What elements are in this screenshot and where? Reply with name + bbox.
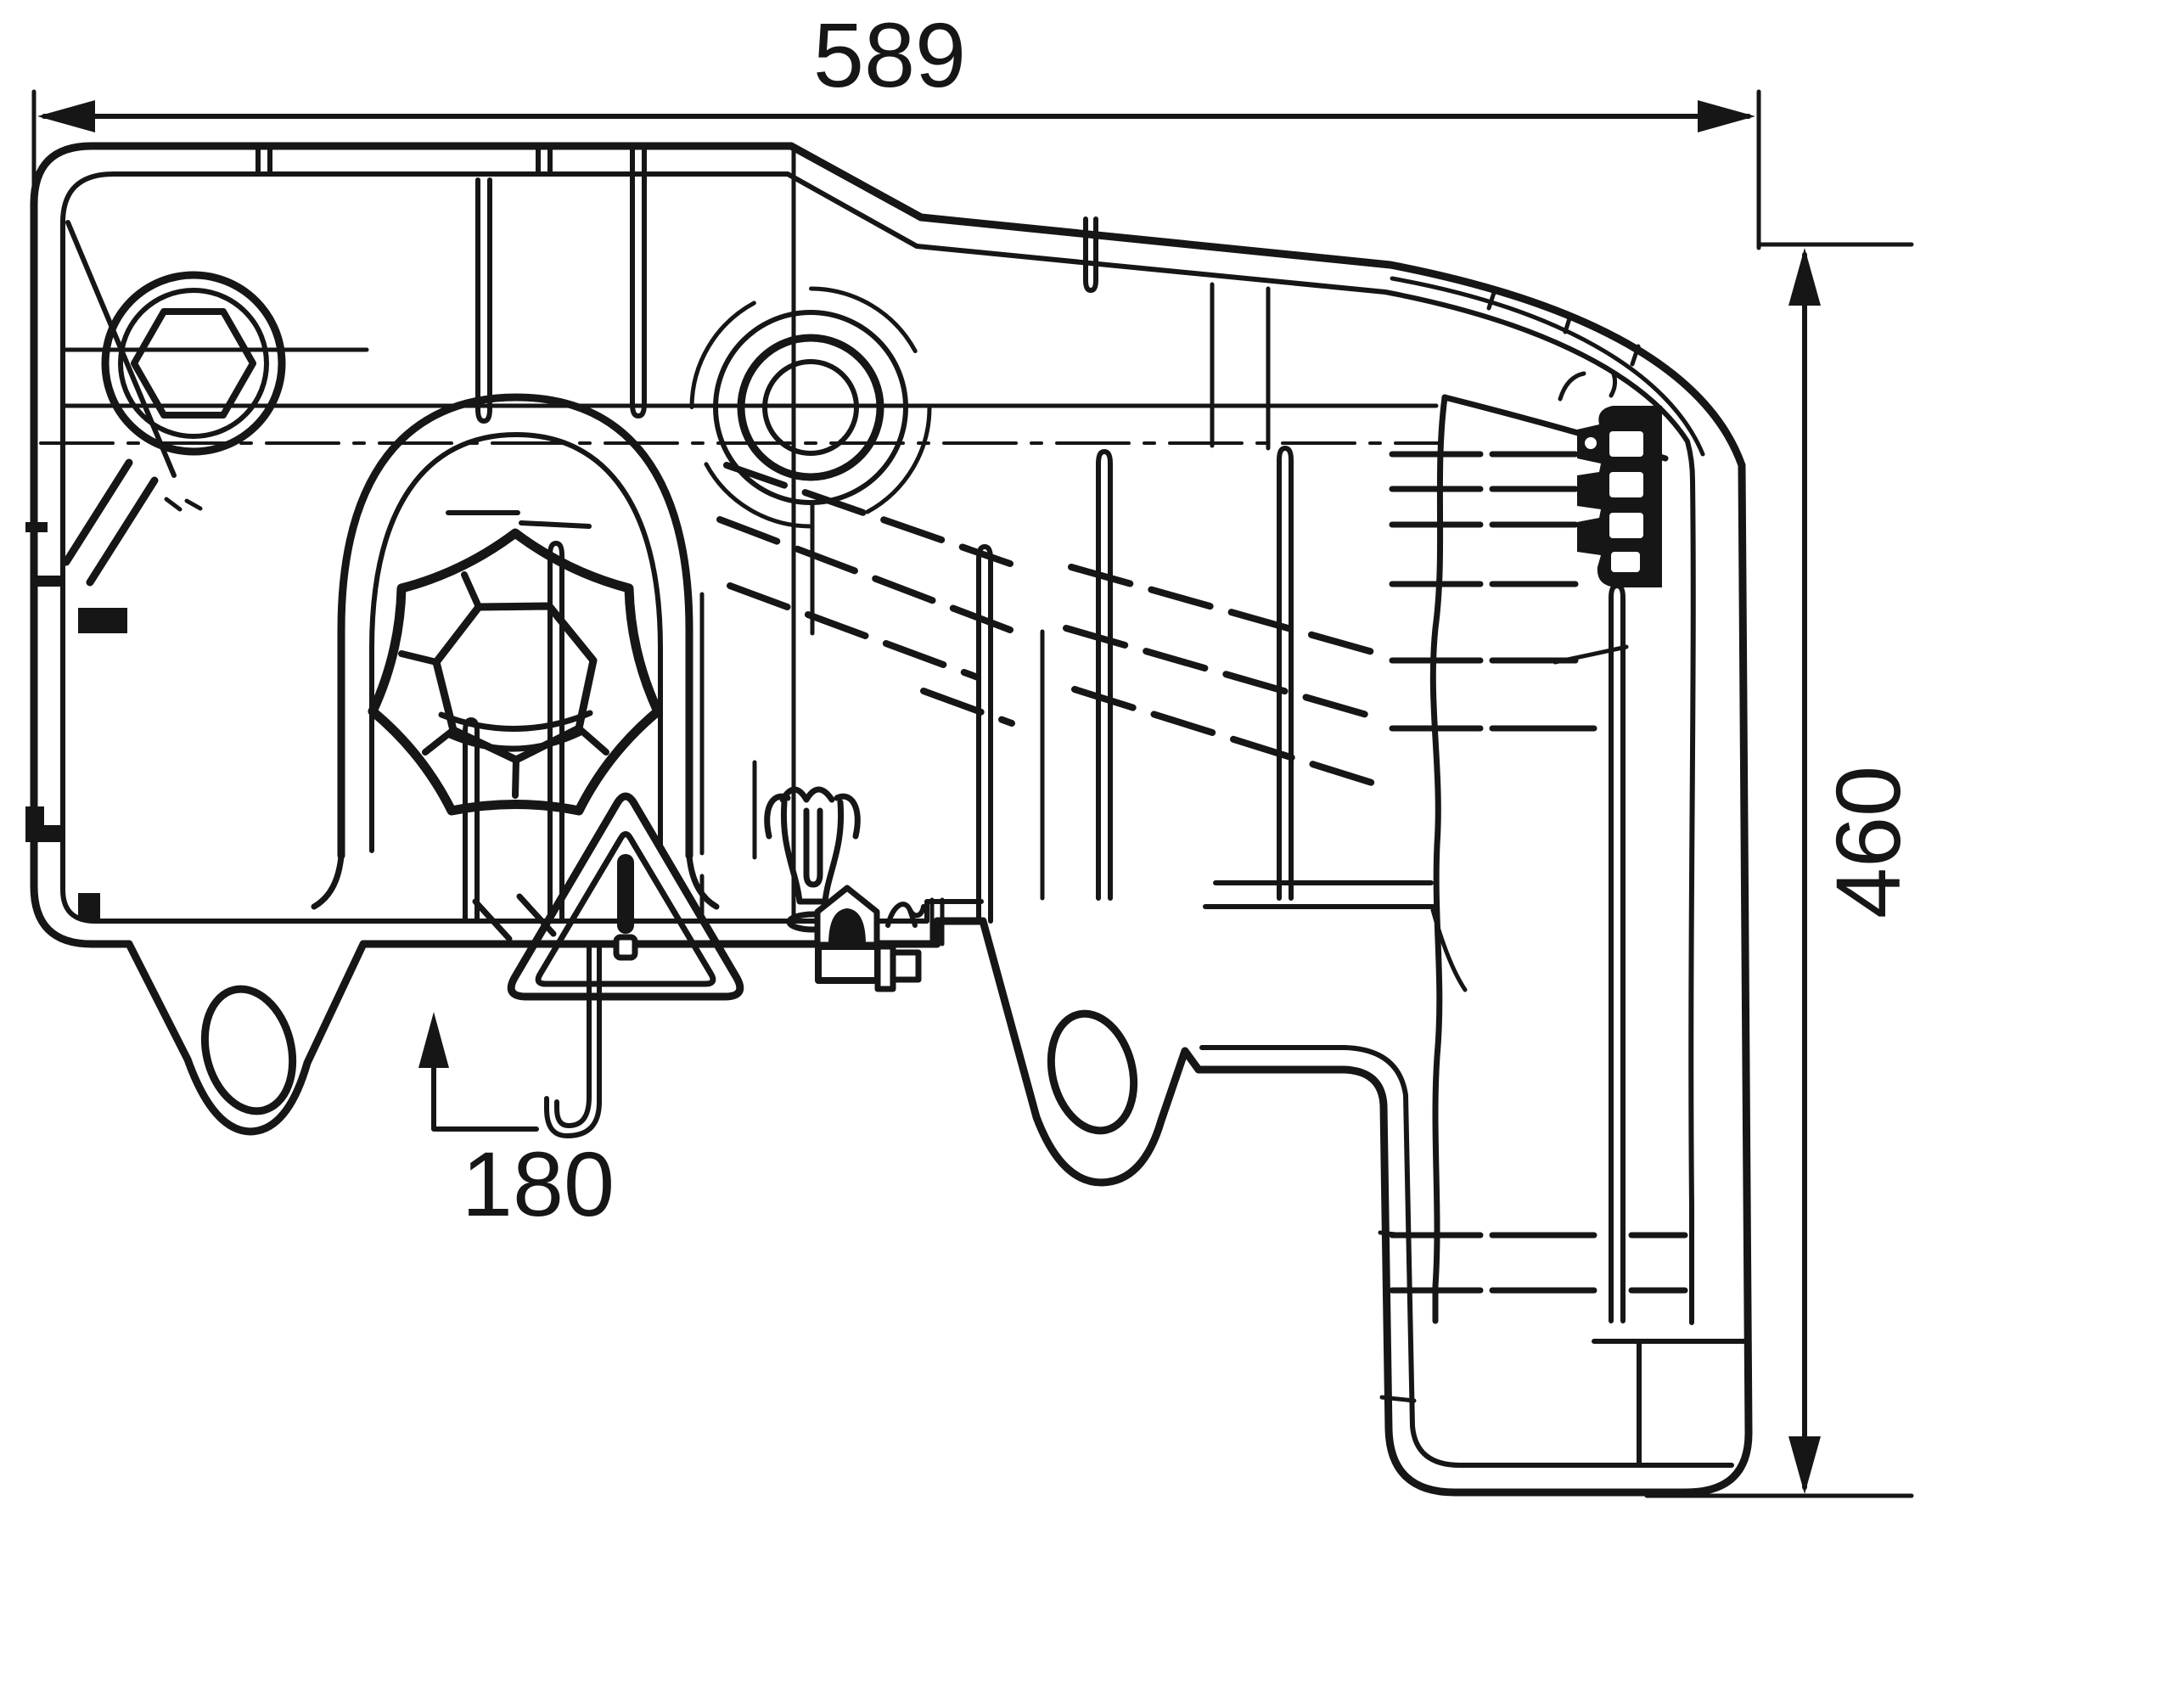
foot-details <box>1199 880 1748 1468</box>
dim-180-label: 180 <box>462 1132 615 1235</box>
rib-pin-a <box>475 177 492 424</box>
warning-triangle-icon <box>507 792 744 1001</box>
foot-edge-ticks <box>1378 1230 1417 1403</box>
dim-180-arrow-up <box>418 1012 449 1068</box>
foot-shelf-lines <box>1203 880 1435 909</box>
rib-pin-d <box>547 541 564 924</box>
dim-589-label: 589 <box>813 3 966 106</box>
level-line-a2 <box>716 516 1014 633</box>
dim-589-arrow-right <box>1698 100 1755 132</box>
mounting-hole-right <box>1047 1009 1138 1135</box>
cap-knob-star <box>368 528 663 816</box>
hex-plug-inner-ring <box>118 288 269 439</box>
foot-step-lines <box>1592 1339 1748 1466</box>
rib-pin-e <box>976 544 993 924</box>
port-ring-outer-dashed <box>689 286 932 529</box>
triangle-inner <box>535 831 716 987</box>
level-line-a4 <box>920 688 1015 727</box>
dimension-180: 180 <box>418 1012 615 1235</box>
port-ring-2 <box>737 334 884 481</box>
level-line-a1 <box>723 462 1014 567</box>
hex-plug-marks <box>164 497 203 512</box>
tank-outline <box>25 142 1753 1497</box>
mounting-tab-left <box>200 985 297 1115</box>
hex-plug-outer-ring <box>101 271 286 456</box>
dimension-460: 460 <box>1644 242 1919 1498</box>
pressure-port <box>689 286 932 529</box>
valve-curl-right <box>834 793 861 840</box>
rib-pin-f <box>1096 449 1113 901</box>
left-edge-clips <box>25 522 127 920</box>
valve-body <box>780 799 845 905</box>
dim-460-arrow-top <box>1788 248 1821 306</box>
triangle-outer <box>507 792 744 1001</box>
bottle-center-rib <box>1609 583 1626 1323</box>
level-line-b1 <box>1068 564 1382 657</box>
mounting-hole-left <box>200 985 297 1115</box>
cap-housing-outer <box>337 393 693 860</box>
valve-slot <box>803 807 823 888</box>
dim-460-arrow-bottom <box>1788 1436 1821 1494</box>
rib-pin-g <box>1277 446 1294 901</box>
dimension-589: 589 <box>31 3 1761 250</box>
cap-knob-grip-lines <box>398 571 609 799</box>
bottom-clip <box>814 885 926 992</box>
filler-cap <box>311 393 720 942</box>
dim-460-label: 460 <box>1816 766 1919 919</box>
foot-s-curve <box>1430 907 1468 992</box>
reference-lines <box>39 145 1441 922</box>
level-line-b3 <box>1071 686 1375 786</box>
rib-pin-c <box>463 717 480 924</box>
rib-pin-b <box>630 145 647 419</box>
valve-rim <box>779 786 835 803</box>
hook-detail <box>544 944 602 1138</box>
top-edge-tabs <box>255 145 553 175</box>
clip-box-small <box>890 949 922 983</box>
cap-housing-flares <box>311 852 720 910</box>
exclamation-dot <box>613 934 638 961</box>
bottom-edge-jog <box>929 897 945 947</box>
clip-box-large <box>815 943 881 984</box>
cap-hinge-lines <box>446 510 592 529</box>
gasket-windows <box>1585 431 1643 572</box>
top-hook-nib <box>1083 216 1098 293</box>
hex-plug <box>101 271 286 512</box>
port-ring-3 <box>713 310 908 505</box>
rib-line-k <box>1210 282 1271 451</box>
tank-outer-contour <box>30 142 1753 1497</box>
foot-inner-contour <box>1199 1045 1734 1468</box>
dim-180-leader <box>431 1059 539 1132</box>
wrench-flat-lines <box>62 458 159 587</box>
bottle-ladder-ribs <box>1389 451 1688 1294</box>
mounting-tab-right <box>1047 1009 1138 1135</box>
hex-plug-hexagon <box>131 308 256 419</box>
tank-inner-contour <box>60 171 1696 1325</box>
cap-housing-inner <box>369 432 663 853</box>
level-line-b2 <box>1063 625 1382 722</box>
level-line-a3 <box>727 582 981 681</box>
clip-dome <box>828 908 866 945</box>
internal-ribs <box>463 145 1294 924</box>
bottle-left-edge <box>1429 394 1448 1324</box>
dim-589-arrow-left <box>37 100 95 132</box>
port-ring-1 <box>762 359 859 456</box>
level-lines <box>716 462 1382 786</box>
reservoir-bottle <box>1389 369 1688 1324</box>
bottle-neck-curls <box>1558 369 1618 402</box>
top-slant-mid-line <box>1390 276 1705 457</box>
connector-gasket <box>1577 406 1662 587</box>
clip-curl <box>885 902 926 928</box>
top-slant-ticks <box>1486 290 1641 367</box>
bottle-shoulder-inner <box>1553 644 1629 665</box>
